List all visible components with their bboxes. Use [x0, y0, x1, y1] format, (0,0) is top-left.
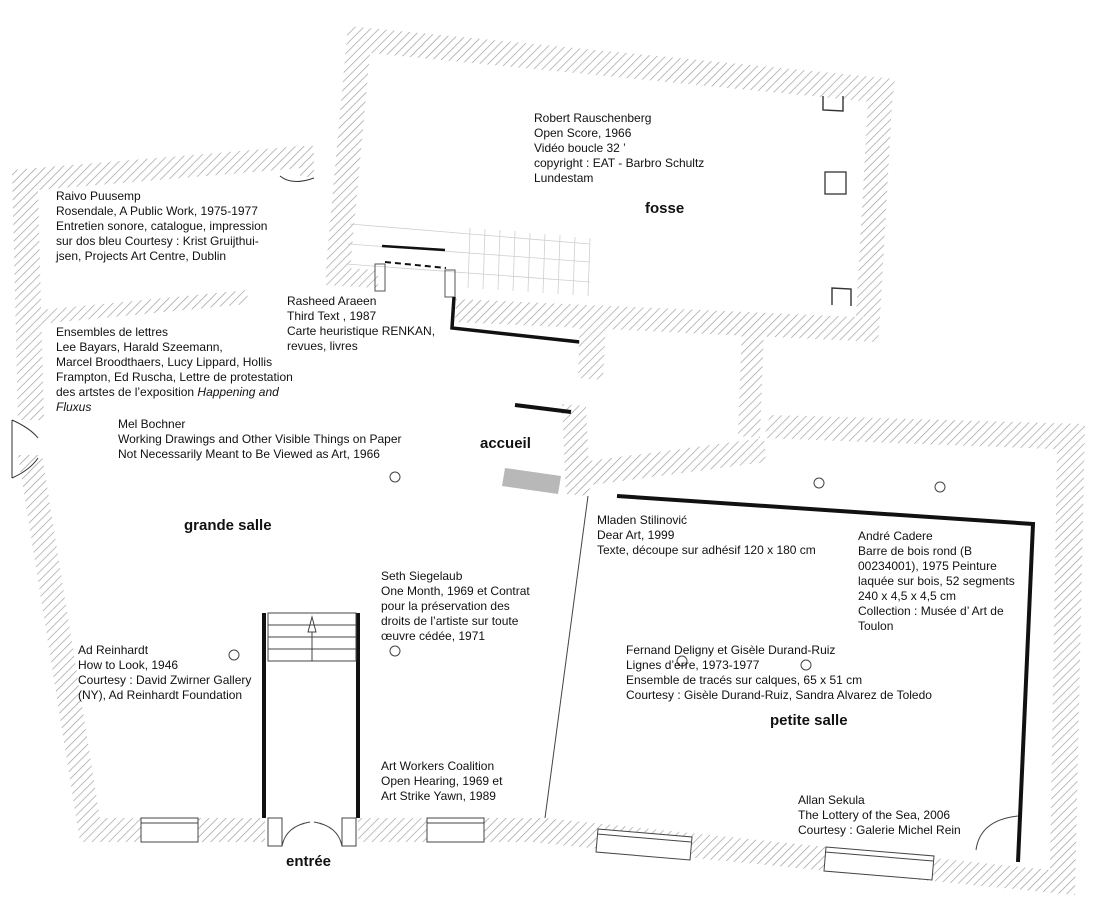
label-reinhardt: Ad Reinhardt How to Look, 1946 Courtesy … [78, 643, 251, 703]
artist-name: Robert Rauschenberg [534, 111, 652, 125]
exhibition-name: Happening and [197, 385, 279, 399]
label-stilinovic: Mladen Stilinović Dear Art, 1999 Texte, … [597, 513, 816, 558]
label-rauschenberg: Robert Rauschenberg Open Score, 1966 Vid… [534, 111, 704, 186]
artwork-detail: droits de l’artiste sur toute [381, 614, 519, 628]
artist-name: Allan Sekula [798, 793, 865, 807]
artwork-detail: sur dos bleu Courtesy : Krist Gruijthui- [56, 234, 259, 248]
artwork-detail: (NY), Ad Reinhardt Foundation [78, 688, 243, 702]
artist-list: Marcel Broodthaers, Lucy Lippard, Hollis [56, 355, 273, 369]
label-siegelaub: Seth Siegelaub One Month, 1969 et Contra… [381, 569, 530, 644]
room-petite-salle: petite salle [770, 712, 848, 729]
label-puusemp: Raivo Puusemp Rosendale, A Public Work, … [56, 189, 267, 264]
upper-door [279, 175, 315, 182]
artwork-detail: revues, livres [287, 339, 358, 353]
artwork-detail: jsen, Projects Art Centre, Dublin [56, 249, 227, 263]
artwork-detail: Courtesy : Galerie Michel Rein [798, 823, 961, 837]
label-sekula: Allan Sekula The Lottery of the Sea, 200… [798, 793, 961, 838]
room-grande-salle: grande salle [184, 517, 272, 534]
artwork-detail: Lundestam [534, 171, 594, 185]
artwork-detail: Vidéo boucle 32 ’ [534, 141, 626, 155]
artwork-title: Working Drawings and Other Visible Thing… [118, 432, 402, 446]
artwork-detail: Collection : Musée d’ Art de [858, 604, 1004, 618]
artwork-title: Open Hearing, 1969 et [381, 774, 503, 788]
room-fosse: fosse [645, 200, 685, 217]
artwork-title: Art Strike Yawn, 1989 [381, 789, 496, 803]
label-cadere: André Cadere Barre de bois rond (B 00234… [858, 529, 1015, 634]
artwork-detail: Courtesy : David Zwirner Gallery [78, 673, 252, 687]
artwork-title: Barre de bois rond (B [858, 544, 973, 558]
room-entree: entrée [286, 853, 332, 870]
artwork-detail: Courtesy : Gisèle Durand-Ruiz, Sandra Al… [626, 688, 932, 702]
artwork-title: Third Text , 1987 [287, 309, 377, 323]
artist-name: Ad Reinhardt [78, 643, 149, 657]
artwork-title: Not Necessarily Meant to Be Viewed as Ar… [118, 447, 380, 461]
artist-list: Frampton, Ed Ruscha, Lettre de protestat… [56, 370, 293, 384]
artwork-title: One Month, 1969 et Contrat [381, 584, 530, 598]
artwork-detail: laquée sur bois, 52 segments [858, 574, 1015, 588]
artwork-detail: œuvre cédée, 1971 [381, 629, 486, 643]
fosse-walls [326, 26, 895, 342]
artwork-detail: pour la préservation des [381, 599, 510, 613]
artwork-detail: Texte, découpe sur adhésif 120 x 180 cm [597, 543, 816, 557]
artwork-detail: copyright : EAT - Barbro Schultz [534, 156, 705, 170]
room-accueil: accueil [480, 435, 531, 452]
artwork-title: The Lottery of the Sea, 2006 [798, 808, 951, 822]
fosse-rail [450, 296, 581, 344]
accueil-desk [502, 403, 572, 494]
label-lettres: Ensembles de lettres Lee Bayars, Harald … [56, 325, 293, 415]
detail-text: des artstes de l’exposition [56, 385, 198, 399]
artwork-title: Ensembles de lettres [56, 325, 169, 339]
staircase [262, 612, 360, 847]
label-bochner: Mel Bochner Working Drawings and Other V… [118, 417, 401, 462]
artwork-title: Open Score, 1966 [534, 126, 632, 140]
artwork-title: Rosendale, A Public Work, 1975-1977 [56, 204, 258, 218]
petite-salle-windows [595, 828, 935, 881]
label-awc: Art Workers Coalition Open Hearing, 1969… [381, 759, 502, 804]
artist-name: Raivo Puusemp [56, 189, 141, 203]
salle-divider [544, 495, 589, 819]
artwork-title: How to Look, 1946 [78, 658, 179, 672]
artwork-title: Dear Art, 1999 [597, 528, 675, 542]
petite-salle-rail [616, 494, 1036, 863]
label-araeen: Rasheed Araeen Third Text , 1987 Carte h… [287, 294, 435, 354]
petite-salle-door [975, 815, 1019, 851]
left-door [11, 419, 39, 479]
grande-salle-windows [140, 817, 485, 843]
artwork-title: Lignes d’erre, 1973-1977 [626, 658, 760, 672]
artwork-detail: Toulon [858, 619, 894, 633]
artwork-detail: des artstes de l’exposition Happening an… [56, 385, 293, 400]
artwork-detail: Ensemble de tracés sur calques, 65 x 51 … [626, 673, 863, 687]
artwork-detail: Fluxus [56, 400, 293, 415]
artwork-detail: Carte heuristique RENKAN, [287, 324, 436, 338]
artist-name: Seth Siegelaub [381, 569, 463, 583]
artist-list: Lee Bayars, Harald Szeemann, [56, 340, 223, 354]
artist-name: Fernand Deligny et Gisèle Durand-Ruiz [626, 643, 836, 657]
label-deligny: Fernand Deligny et Gisèle Durand-Ruiz Li… [626, 643, 932, 703]
artist-name: Mel Bochner [118, 417, 186, 431]
artist-name: Mladen Stilinović [597, 513, 688, 527]
artwork-detail: 00234001), 1975 Peinture [858, 559, 997, 573]
artist-name: Art Workers Coalition [381, 759, 495, 773]
artwork-detail: Entretien sonore, catalogue, impression [56, 219, 268, 233]
artwork-detail: 240 x 4,5 x 4,5 cm [858, 589, 957, 603]
exhibition-name: Fluxus [56, 400, 92, 414]
column-markers [228, 471, 946, 671]
artist-name: Rasheed Araeen [287, 294, 377, 308]
fosse-details [345, 96, 852, 306]
artist-name: André Cadere [858, 529, 933, 543]
